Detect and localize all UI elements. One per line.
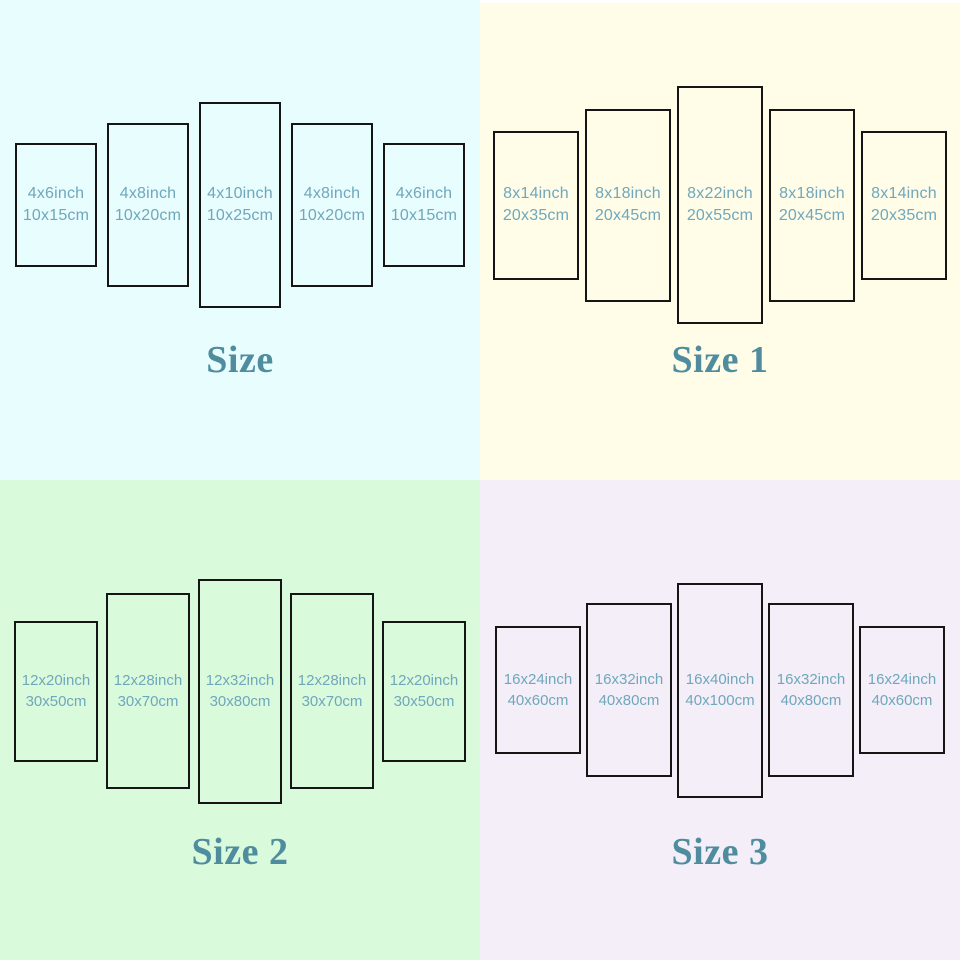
panel-inch-label: 4x6inch: [27, 185, 85, 202]
panel-inch-label: 4x10inch: [207, 185, 273, 202]
size-panel: 16x24inch 40x60cm: [495, 626, 581, 754]
panel-inch-label: 12x20inch: [389, 672, 459, 689]
size-panel: 12x32inch 30x80cm: [198, 578, 282, 804]
panel-cm-label: 30x80cm: [209, 693, 271, 710]
panel-group: 12x20inch 30x50cm 12x28inch 30x70cm 12x3…: [0, 480, 480, 902]
panel-inch-label: 4x8inch: [119, 185, 177, 202]
panel-inch-label: 12x32inch: [205, 672, 275, 689]
size-panel: 12x28inch 30x70cm: [106, 593, 190, 789]
panel-cm-label: 40x80cm: [780, 692, 842, 709]
size-panel: 12x20inch 30x50cm: [14, 620, 98, 762]
panel-inch-label: 16x24inch: [867, 671, 937, 688]
panel-inch-label: 4x8inch: [303, 185, 361, 202]
quadrant-title: Size 2: [191, 831, 289, 873]
white-strip: [480, 0, 960, 3]
quadrant-title: Size 3: [671, 831, 769, 873]
panel-cm-label: 40x100cm: [685, 692, 755, 709]
quadrant-title: Size 1: [671, 339, 769, 381]
quadrant-title: Size: [206, 339, 274, 381]
panel-inch-label: 8x22inch: [687, 185, 753, 202]
panel-cm-label: 40x80cm: [598, 692, 660, 709]
size-panel: 4x6inch 10x15cm: [15, 143, 97, 267]
panel-cm-label: 40x60cm: [507, 692, 569, 709]
size-panel: 8x22inch 20x55cm: [677, 86, 763, 324]
panel-cm-label: 30x70cm: [301, 693, 363, 710]
quadrant-size-3: 16x24inch 40x60cm 16x32inch 40x80cm 16x4…: [480, 480, 960, 960]
size-panel: 16x32inch 40x80cm: [586, 603, 672, 777]
panel-inch-label: 8x14inch: [871, 185, 937, 202]
panel-cm-label: 10x15cm: [22, 207, 90, 224]
panel-cm-label: 30x50cm: [393, 693, 455, 710]
size-panel: 8x18inch 20x45cm: [769, 108, 855, 302]
panel-group: 16x24inch 40x60cm 16x32inch 40x80cm 16x4…: [480, 480, 960, 900]
panel-cm-label: 20x35cm: [502, 207, 570, 224]
size-panel: 8x14inch 20x35cm: [493, 130, 579, 280]
panel-cm-label: 10x20cm: [114, 207, 182, 224]
panel-inch-label: 4x6inch: [395, 185, 453, 202]
panel-inch-label: 12x28inch: [297, 672, 367, 689]
size-panel: 4x10inch 10x25cm: [199, 102, 281, 308]
panel-inch-label: 12x20inch: [21, 672, 91, 689]
size-panel: 8x18inch 20x45cm: [585, 108, 671, 302]
quadrant-size-2: 12x20inch 30x50cm 12x28inch 30x70cm 12x3…: [0, 480, 480, 960]
panel-inch-label: 8x14inch: [503, 185, 569, 202]
size-panel: 16x24inch 40x60cm: [859, 626, 945, 754]
size-panel: 12x20inch 30x50cm: [382, 620, 466, 762]
size-panel: 4x6inch 10x15cm: [383, 143, 465, 267]
panel-cm-label: 30x50cm: [25, 693, 87, 710]
panel-group: 8x14inch 20x35cm 8x18inch 20x45cm 8x22in…: [480, 0, 960, 410]
panel-cm-label: 40x60cm: [871, 692, 933, 709]
size-panel: 16x32inch 40x80cm: [768, 603, 854, 777]
panel-cm-label: 20x35cm: [870, 207, 938, 224]
panel-inch-label: 16x24inch: [503, 671, 573, 688]
panel-inch-label: 16x40inch: [685, 671, 755, 688]
panel-inch-label: 16x32inch: [776, 671, 846, 688]
quadrant-size: 4x6inch 10x15cm 4x8inch 10x20cm 4x10inch…: [0, 0, 480, 480]
panel-group: 4x6inch 10x15cm 4x8inch 10x20cm 4x10inch…: [0, 0, 480, 410]
size-panel: 12x28inch 30x70cm: [290, 593, 374, 789]
panel-cm-label: 20x55cm: [686, 207, 754, 224]
quadrant-size-1: 8x14inch 20x35cm 8x18inch 20x45cm 8x22in…: [480, 0, 960, 480]
panel-inch-label: 12x28inch: [113, 672, 183, 689]
size-panel: 16x40inch 40x100cm: [677, 582, 763, 798]
panel-cm-label: 30x70cm: [117, 693, 179, 710]
panel-cm-label: 10x15cm: [390, 207, 458, 224]
panel-inch-label: 16x32inch: [594, 671, 664, 688]
panel-cm-label: 10x25cm: [206, 207, 274, 224]
panel-cm-label: 10x20cm: [298, 207, 366, 224]
panel-cm-label: 20x45cm: [594, 207, 662, 224]
panel-inch-label: 8x18inch: [595, 185, 661, 202]
panel-inch-label: 8x18inch: [779, 185, 845, 202]
size-panel: 4x8inch 10x20cm: [107, 123, 189, 287]
panel-cm-label: 20x45cm: [778, 207, 846, 224]
size-panel: 8x14inch 20x35cm: [861, 130, 947, 280]
size-panel: 4x8inch 10x20cm: [291, 123, 373, 287]
